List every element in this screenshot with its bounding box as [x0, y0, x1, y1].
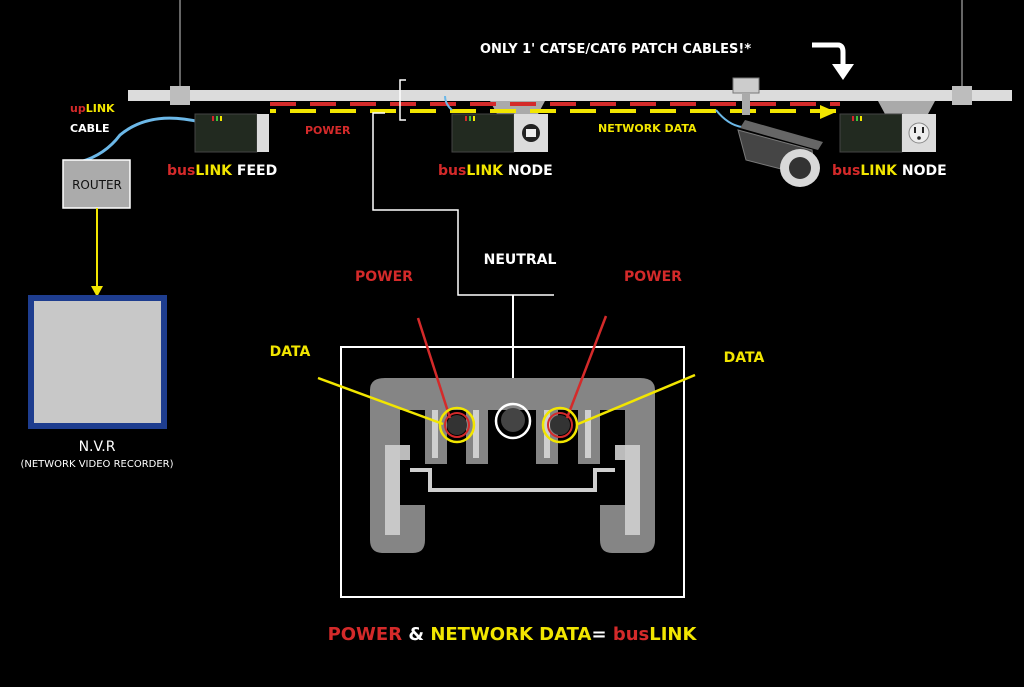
rail-clamp-right	[952, 86, 972, 105]
cross-section-frame	[340, 346, 685, 598]
node1-led-power	[465, 116, 467, 121]
note-arrow-shaft	[812, 42, 846, 66]
camera-hood	[740, 120, 823, 150]
data-left-leader	[317, 376, 444, 426]
data-arrow-head	[820, 105, 836, 119]
router-label: ROUTER	[72, 178, 122, 192]
buslink-feed-device	[194, 113, 269, 153]
data-right-label: DATA	[724, 350, 765, 366]
camera-patch-cable	[715, 109, 743, 128]
nvr-box	[28, 295, 167, 429]
node2-led-data	[860, 116, 862, 121]
power-ring-right	[547, 412, 573, 438]
node2-outlet-icon	[908, 122, 930, 144]
outlet-ground	[917, 136, 921, 140]
buslink-node-1-device	[444, 95, 548, 153]
rail-fin-slot-4	[585, 410, 591, 458]
node-mount-bracket-2	[878, 101, 935, 114]
feed-led-power	[212, 116, 214, 121]
node2-body	[839, 113, 903, 153]
patch-cable-note: ONLY 1' CATSE/CAT6 PATCH CABLES!*	[480, 42, 751, 57]
uplink-cable-label: CABLE	[70, 122, 110, 135]
camera-arm	[742, 93, 750, 115]
nvr-subtitle: (NETWORK VIDEO RECORDER)	[20, 459, 173, 470]
outlet-slot-right	[922, 127, 924, 133]
node1-led-data	[473, 116, 475, 121]
nvr-title: N.V.R	[79, 439, 116, 455]
data-right-leader	[577, 373, 696, 426]
rail-profile-highlight-left	[385, 445, 410, 535]
rail-fin-slot-2	[473, 410, 479, 458]
power-right-leader	[565, 315, 608, 419]
node2-led-link	[856, 116, 858, 121]
node1-jack-slot	[526, 129, 536, 137]
power-ring-left	[444, 412, 470, 438]
mounting-rail	[128, 90, 1012, 101]
feed-label: busLINK FEED	[167, 163, 277, 179]
uplink-cable	[79, 116, 201, 164]
bus-bracket	[399, 79, 406, 121]
rail-network-label: NETWORK DATA	[598, 122, 697, 135]
data-ring-right	[541, 406, 579, 444]
power-right-label: POWER	[624, 269, 682, 285]
neutral-routing-wire	[372, 112, 554, 296]
data-ring-left	[438, 406, 476, 444]
node1-label: busLINK NODE	[438, 163, 553, 179]
conductor-power-right	[550, 415, 570, 435]
rail-profile-inner-channel	[410, 468, 615, 492]
feed-led-data	[220, 116, 222, 121]
camera-lens	[789, 157, 811, 179]
power-left-label: POWER	[355, 269, 413, 285]
data-left-label: DATA	[270, 344, 311, 360]
feed-faceplate	[257, 114, 269, 152]
camera-mount	[732, 77, 760, 94]
feed-led-link	[216, 116, 218, 121]
rail-profile-highlight-right	[615, 445, 640, 535]
feed-body	[194, 113, 258, 153]
rail-profile-outer	[370, 378, 655, 553]
node2-led-power	[852, 116, 854, 121]
node1-body	[451, 113, 515, 153]
rail-clamp-left	[170, 86, 190, 105]
rail-power-label: POWER	[305, 124, 351, 137]
footer-equation: POWER & NETWORK DATA= busLINK	[328, 624, 698, 645]
rail-fin-slot-1	[432, 410, 438, 458]
node1-patch-cable	[444, 95, 453, 111]
conductor-power-left	[447, 415, 467, 435]
buslink-node-2-device	[839, 113, 936, 153]
uplink-label: upLINK	[70, 102, 115, 115]
power-left-leader	[416, 317, 452, 419]
outlet-slot-left	[914, 127, 916, 133]
neutral-label: NEUTRAL	[484, 252, 557, 268]
node2-label: busLINK NODE	[832, 163, 947, 179]
neutral-ring	[494, 402, 532, 440]
node1-led-link	[469, 116, 471, 121]
conductor-neutral	[501, 408, 525, 432]
router-nvr-arrow	[91, 286, 103, 297]
note-arrow-head	[832, 64, 854, 80]
security-camera-icon	[715, 77, 823, 187]
